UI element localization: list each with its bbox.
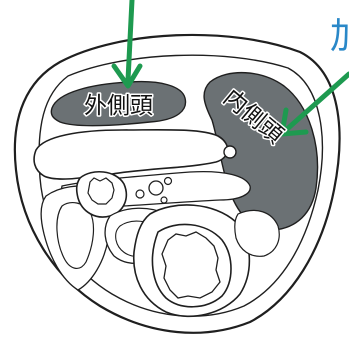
- vessel-3: [161, 197, 167, 203]
- edge-glyph: 加: [330, 16, 349, 57]
- ulna-inner: [88, 178, 114, 204]
- nerve-dot: [224, 146, 236, 158]
- vessel-2: [136, 190, 144, 198]
- vessel-4: [165, 178, 172, 185]
- vessel-1: [149, 181, 163, 195]
- lateral-head-label: 外側頭: [84, 93, 153, 119]
